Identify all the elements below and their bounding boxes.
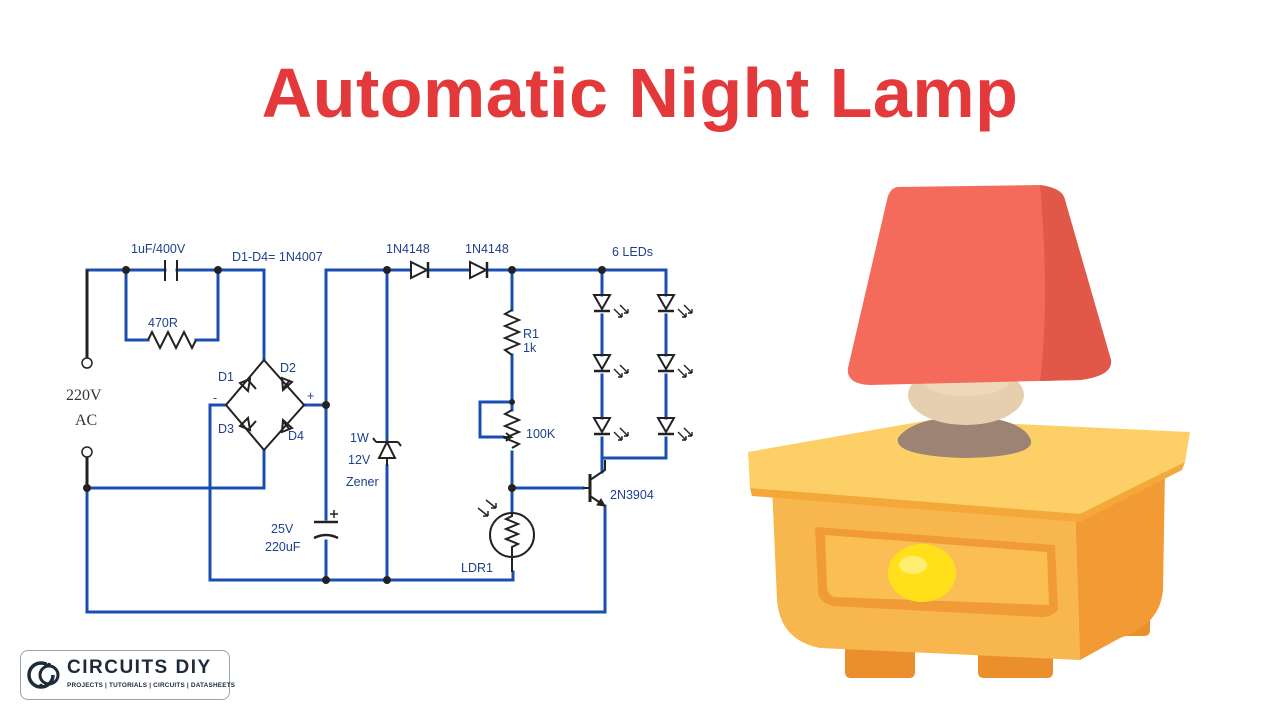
diode1-label: 1N4148 (386, 242, 430, 256)
led-array (592, 294, 693, 441)
d2-label: D2 (280, 361, 296, 375)
zener-line1-label: 1W (350, 431, 369, 445)
ecap-voltage-label: 25V (271, 522, 294, 536)
electrolytic-capacitor (313, 510, 339, 540)
source-label-voltage: 220V (66, 387, 102, 404)
resistor-470r (147, 329, 197, 351)
logo-mark-icon (27, 661, 60, 689)
transistor-2n3904 (583, 460, 606, 507)
cap-label: 1uF/400V (131, 242, 186, 256)
logo-tagline: PROJECTS | TUTORIALS | CIRCUITS | DATASH… (67, 682, 236, 689)
led-2 (592, 354, 629, 378)
diode-1n4148-a (410, 260, 430, 280)
ac-terminals (81, 270, 93, 488)
ldr-label: LDR1 (461, 561, 493, 575)
d4-label: D4 (288, 429, 304, 443)
zener-line3-label: Zener (346, 475, 379, 489)
leds-label: 6 LEDs (612, 245, 653, 259)
nightstand (748, 420, 1190, 678)
bridge-plus-label: + (307, 389, 314, 403)
circuits-diy-logo: CIRCUITS DIY PROJECTS | TUTORIALS | CIRC… (20, 650, 235, 700)
ldr (477, 499, 535, 572)
bridge-minus-label: - (213, 391, 217, 405)
pot-label: 100K (526, 427, 556, 441)
bridge-rectifier (224, 358, 306, 452)
diode2-label: 1N4148 (465, 242, 509, 256)
d1-label: D1 (218, 370, 234, 384)
diode-1n4148-b (469, 260, 489, 280)
r1-value-label: 1k (523, 341, 537, 355)
led-5 (656, 354, 693, 378)
led-1 (592, 294, 629, 318)
resistor-r1 (502, 309, 522, 356)
junction-dots (83, 266, 606, 584)
input-capacitor (164, 260, 178, 281)
source-label-type: AC (75, 412, 97, 429)
lamp (847, 185, 1112, 458)
potentiometer-100k (502, 409, 522, 449)
zener-line2-label: 12V (348, 453, 371, 467)
r1-name-label: R1 (523, 327, 539, 341)
d3-label: D3 (218, 422, 234, 436)
zener-diode (372, 437, 402, 466)
resistor-label: 470R (148, 316, 178, 330)
page-title: Automatic Night Lamp (261, 54, 1019, 132)
transistor-label: 2N3904 (610, 488, 654, 502)
ecap-value-label: 220uF (265, 540, 301, 554)
led-6 (656, 417, 693, 441)
logo-name: CIRCUITS DIY (67, 657, 212, 678)
bridge-label: D1-D4= 1N4007 (232, 250, 323, 264)
led-3 (592, 417, 629, 441)
led-4 (656, 294, 693, 318)
